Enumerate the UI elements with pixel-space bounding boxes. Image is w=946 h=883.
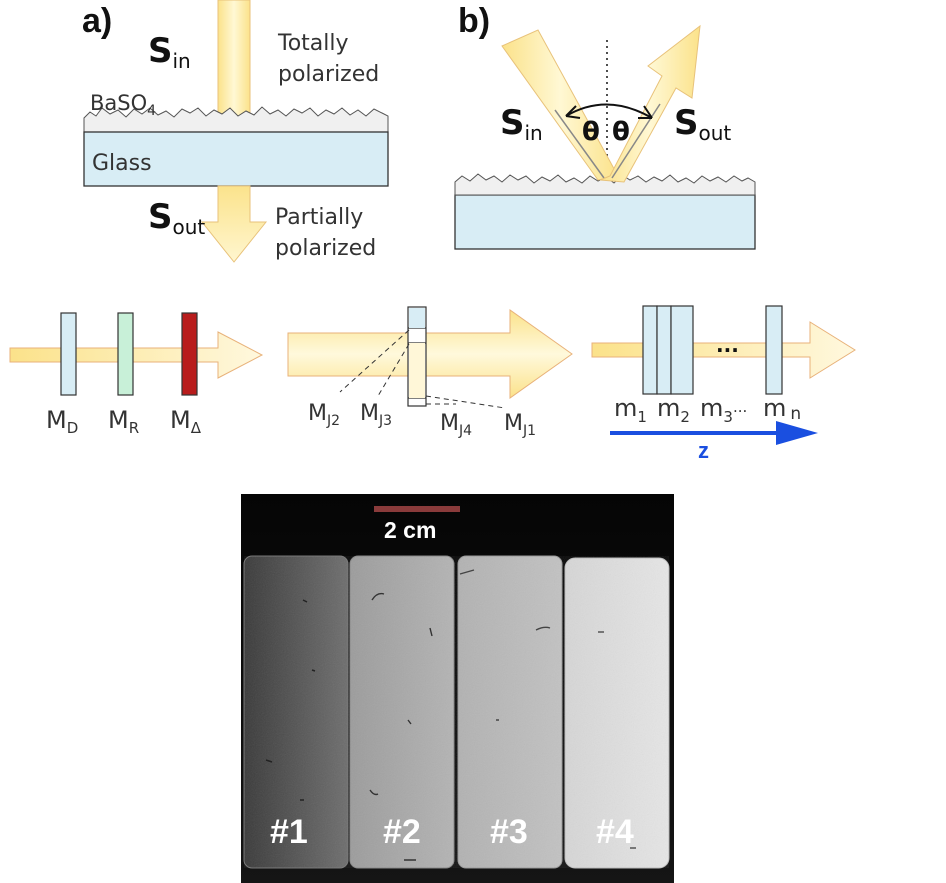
label-m3: m3... — [700, 394, 747, 426]
angle-arrow-left — [565, 105, 581, 119]
label-m1: m1 — [614, 394, 647, 426]
speck-1 — [265, 599, 316, 801]
label-mj3: MJ3 — [360, 401, 392, 429]
baso4-coating — [83, 106, 389, 133]
label-mr: MR — [108, 406, 139, 437]
glass-label: Glass — [92, 151, 152, 176]
label-m2: m2 — [657, 394, 690, 426]
plate-zone-upper — [409, 308, 425, 328]
panel-a: a) Glass BaSO4 Sin Sout Totally polarize… — [82, 0, 389, 263]
transmitted-beam — [200, 185, 268, 263]
angle-arc — [565, 103, 653, 119]
speck-4 — [598, 631, 636, 849]
z-axis-label: z — [698, 438, 709, 463]
leader-mj1 — [425, 395, 506, 409]
sample-photo: 2 cm #1 #2 #3 #4 — [241, 494, 674, 883]
totally-polarized-line2: polarized — [278, 62, 379, 87]
scale-bar — [374, 506, 460, 512]
baso4-label: BaSO4 — [90, 91, 156, 119]
panel-b-reflected-beam — [599, 24, 701, 183]
panel-b-letter: b) — [458, 2, 490, 40]
panel-a-s-out: Sout — [148, 197, 205, 239]
layer-plate-2 — [656, 305, 672, 395]
incident-beam-axis — [554, 109, 605, 179]
z-axis-head — [776, 421, 818, 445]
glass-substrate — [83, 131, 389, 187]
panel-b-s-out: Sout — [674, 103, 731, 145]
panel-b: b) θ θ Sin Sout — [454, 2, 756, 250]
totally-polarized-line1: Totally — [277, 31, 349, 56]
panel-a-letter: a) — [82, 2, 112, 40]
partially-polarized-line1: Partially — [275, 205, 363, 230]
label-mdelta: MΔ — [170, 406, 202, 437]
panel-b-s-in: Sin — [500, 103, 543, 145]
layer-plate-3 — [670, 305, 694, 395]
beam-arrow-center — [287, 309, 573, 399]
middle-center-diagram: MJ2 MJ3 MJ4 MJ1 — [287, 306, 573, 439]
panel-b-glass — [454, 194, 756, 250]
angle-arrow-right — [638, 105, 653, 119]
retarder-plate — [117, 312, 134, 396]
grain-overlay — [244, 556, 669, 868]
incident-beam — [217, 0, 251, 117]
theta-left: θ — [582, 117, 600, 147]
theta-right: θ — [612, 117, 630, 147]
layer-plate-1 — [642, 305, 658, 395]
label-mj1: MJ1 — [504, 411, 536, 439]
beam-arrow-left — [9, 331, 264, 379]
layer-dots: ... — [716, 333, 739, 357]
beam-arrow-right — [591, 321, 856, 379]
sample-label-3: #3 — [490, 813, 528, 851]
label-mj4: MJ4 — [440, 411, 472, 439]
partially-polarized-line2: polarized — [275, 236, 376, 261]
panel-a-s-in: Sin — [148, 31, 191, 73]
depolarizer-plate — [181, 312, 198, 396]
sample-label-4: #4 — [596, 813, 634, 851]
speck-2 — [369, 592, 433, 861]
layer-plate-n — [765, 305, 783, 395]
sample-label-2: #2 — [383, 813, 421, 851]
scale-label: 2 cm — [384, 517, 436, 543]
label-md: MD — [46, 406, 78, 437]
leader-mj3 — [377, 343, 410, 397]
middle-left-diagram: MD MR MΔ — [9, 312, 264, 437]
speck-3 — [459, 569, 551, 721]
label-mj2: MJ2 — [308, 401, 340, 429]
plate-zone-mid — [409, 343, 425, 398]
diattenuator-plate — [60, 312, 77, 396]
leader-mj2 — [339, 329, 410, 393]
sample-label-1: #1 — [270, 813, 308, 851]
